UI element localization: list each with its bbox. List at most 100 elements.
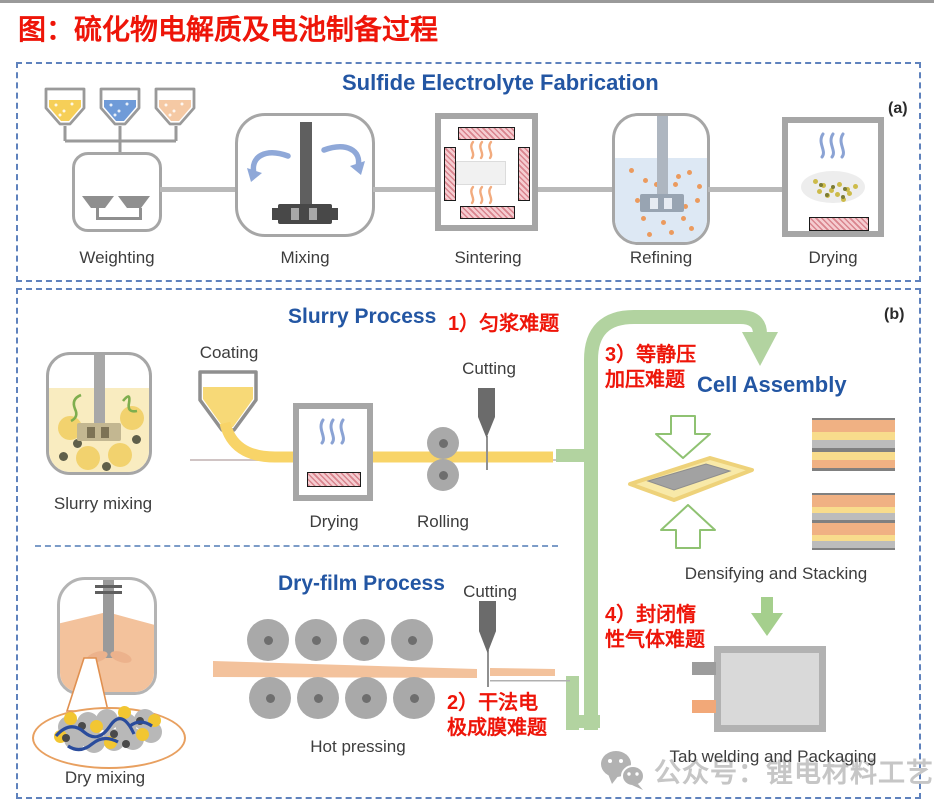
slurry-shaft bbox=[94, 355, 105, 428]
stack-layer bbox=[812, 520, 895, 523]
step-label-refining: Refining bbox=[629, 248, 693, 267]
slurry-vessel bbox=[46, 352, 152, 475]
drying-box-a bbox=[782, 117, 884, 237]
balance-bracket bbox=[96, 208, 142, 220]
label-cutting-2: Cutting bbox=[463, 582, 517, 601]
cutting-blade-1 bbox=[478, 388, 495, 438]
refining-head bbox=[640, 194, 684, 212]
line-weighting-mixing bbox=[160, 187, 237, 192]
mixer-head-nub bbox=[332, 208, 338, 220]
dry-film-strip bbox=[213, 661, 570, 682]
hot-press-roller bbox=[345, 677, 387, 719]
stack-layer bbox=[812, 548, 895, 550]
label-cutting-1: Cutting bbox=[462, 359, 516, 378]
rotation-arrow-left-icon bbox=[247, 150, 291, 182]
press-arrow-down-icon bbox=[655, 415, 711, 459]
vapor-waves-icon bbox=[319, 418, 345, 445]
cutting-blade-2-line bbox=[487, 650, 489, 687]
pouch-cell-body bbox=[714, 646, 826, 732]
issue-4: 4）封闭惰 性气体难题 bbox=[605, 603, 705, 653]
line-mixing-sintering bbox=[373, 187, 439, 192]
press-arrow-up-icon bbox=[660, 504, 716, 549]
dry-shaft bbox=[103, 580, 114, 658]
issue-2-line2: 极成膜难题 bbox=[447, 717, 547, 739]
zoom-binder-fibers-icon bbox=[54, 717, 153, 752]
pressed-pouch-icon bbox=[628, 456, 754, 502]
magnifier-wedge bbox=[65, 657, 110, 712]
step-label-drying-a: Drying bbox=[808, 248, 858, 267]
dry-shaft-cap bbox=[95, 585, 122, 588]
issue-3: 3）等静压 加压难题 bbox=[605, 343, 696, 393]
dry-mix-vessel bbox=[57, 577, 157, 695]
slurry-process-title: Slurry Process bbox=[288, 305, 437, 328]
powder-speckles-gold bbox=[813, 179, 818, 184]
stack-layer bbox=[812, 420, 895, 432]
cutting-blade-2 bbox=[479, 601, 496, 653]
binder-squiggles-icon bbox=[70, 393, 138, 423]
hot-press-roller bbox=[297, 677, 339, 719]
heat-waves-icon bbox=[470, 140, 493, 160]
heater-plate bbox=[307, 472, 361, 487]
refining-head-notch bbox=[664, 198, 672, 209]
hot-press-roller bbox=[393, 677, 435, 719]
label-dry-mixing: Dry mixing bbox=[64, 768, 146, 787]
slurry-dark-dots bbox=[73, 439, 82, 448]
hot-press-roller bbox=[247, 619, 289, 661]
stack-layer bbox=[812, 523, 895, 535]
label-rolling: Rolling bbox=[417, 512, 469, 531]
step-label-sintering: Sintering bbox=[454, 248, 522, 267]
stack-layer bbox=[812, 432, 895, 440]
mixer-head bbox=[272, 204, 338, 224]
hot-press-roller bbox=[343, 619, 385, 661]
refining-vessel bbox=[612, 113, 710, 245]
coating-hopper-icon bbox=[198, 370, 258, 432]
mixing-box bbox=[235, 113, 375, 237]
slurry-head bbox=[77, 423, 121, 441]
rolling-roller-bottom bbox=[427, 459, 459, 491]
dry-shaft-cap bbox=[95, 591, 122, 594]
sintering-furnace bbox=[435, 113, 538, 231]
label-slurry-mixing: Slurry mixing bbox=[53, 494, 153, 513]
hopper-blue-icon bbox=[99, 87, 141, 126]
refining-particles bbox=[629, 168, 634, 173]
stack-layer bbox=[812, 418, 895, 420]
issue-3-line1: 3）等静压 bbox=[605, 344, 697, 366]
hopper-peach-icon bbox=[154, 87, 196, 126]
label-hot-pressing: Hot pressing bbox=[310, 737, 406, 756]
stack-layer bbox=[812, 513, 895, 520]
hopper-connector-lines bbox=[63, 126, 178, 154]
heater-left bbox=[444, 147, 456, 201]
refining-shaft bbox=[657, 116, 668, 208]
panel-a-tag: (a) bbox=[888, 100, 908, 117]
heater-bottom bbox=[809, 217, 869, 231]
hot-press-roller bbox=[391, 619, 433, 661]
hot-press-roller bbox=[249, 677, 291, 719]
mixer-shaft bbox=[300, 122, 312, 208]
assembly-down-arrow-icon bbox=[751, 597, 783, 636]
issue-4-line2: 性气体难题 bbox=[605, 629, 705, 651]
stack-layer bbox=[812, 452, 895, 460]
process-divider bbox=[35, 545, 558, 547]
drying-box-b bbox=[293, 403, 373, 501]
slurry-head-notch bbox=[87, 427, 95, 438]
dry-film-title: Dry-film Process bbox=[278, 572, 445, 595]
line-sintering-refining bbox=[538, 187, 614, 192]
heater-right bbox=[518, 147, 530, 201]
panel-a-title: Sulfide Electrolyte Fabrication bbox=[342, 70, 659, 95]
stack-layer bbox=[812, 468, 895, 471]
rotation-arrow-right-icon bbox=[321, 144, 365, 175]
electrode-stack-2 bbox=[812, 493, 895, 550]
wechat-icon bbox=[601, 751, 645, 790]
label-tab-welding: Tab welding and Packaging bbox=[669, 747, 877, 766]
drying-plate bbox=[801, 171, 865, 203]
stack-layer bbox=[812, 460, 895, 468]
stack-layer bbox=[812, 448, 895, 452]
issue-3-line2: 加压难题 bbox=[605, 369, 685, 391]
hot-press-roller bbox=[295, 619, 337, 661]
electrode-stack-1 bbox=[812, 418, 895, 471]
stack-layer bbox=[812, 535, 895, 541]
stack-layer bbox=[812, 495, 895, 507]
issue-4-line1: 4）封闭惰 bbox=[605, 604, 697, 626]
issue-1: 1）匀浆难题 bbox=[448, 313, 560, 335]
